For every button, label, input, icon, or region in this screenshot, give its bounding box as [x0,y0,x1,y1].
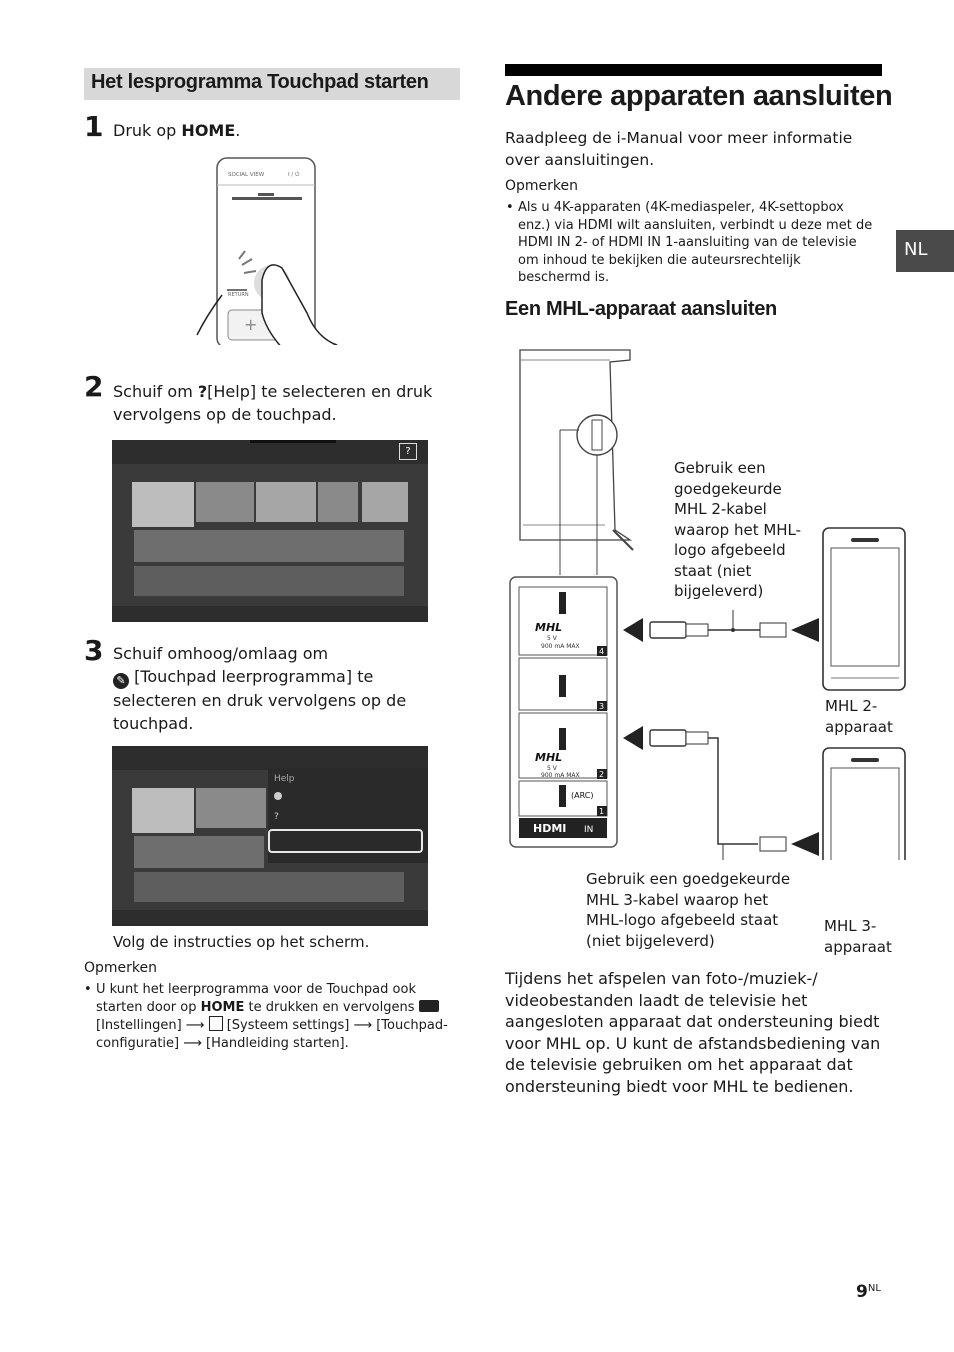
tv-screen-help: ? [112,440,428,622]
step-3-text: Schuif omhoog/omlaag om ✎ [Touchpad leer… [113,644,407,733]
page-number: 9NL [856,1282,881,1302]
mhl-diagram: MHL 5 V 900 mA MAX MHL 5 V 900 mA MAX 4 … [509,349,906,860]
toolbox-icon [418,999,439,1012]
arrow-icon: ⟶ [185,1018,205,1033]
tv-screen-tutorial: Help ? [112,746,428,926]
right-note-1: • Als u 4K-apparaten (4K-mediaspeler, 4K… [506,200,873,285]
svg-text:3: 3 [599,702,604,711]
step-2-text: Schuif om ?[Help] te selecteren en druk … [113,382,433,424]
svg-text:+: + [244,315,257,334]
help-highlight-icon: ? [399,443,417,460]
callout-mhl3-cable: Gebruik een goedgekeurde MHL 3-kabel waa… [586,870,791,950]
step-3-number: 3 [84,634,104,667]
touchpad-tutorial-icon: ✎ [113,673,129,689]
title-rule [505,64,882,76]
svg-text:2: 2 [599,770,604,779]
step-2-number: 2 [84,370,104,403]
intro-text: Raadpleeg de i-Manual voor meer informat… [505,129,853,169]
mhl-heading: Een MHL-apparaat aansluiten [505,298,777,320]
svg-text:900 mA MAX: 900 mA MAX [541,643,580,650]
hdmi-logo: HDMI [533,822,566,835]
svg-text:IN: IN [584,825,593,835]
follow-instructions: Volg de instructies op het scherm. [113,933,370,951]
mhl-logo-port4: MHL [535,621,562,634]
settings-list-icon [208,1016,223,1031]
page-number-suffix: NL [867,1283,881,1294]
svg-text:5 V: 5 V [547,635,558,642]
svg-text:5 V: 5 V [547,765,558,772]
svg-text:(ARC): (ARC) [571,791,593,800]
remote-return: RETURN [228,292,249,298]
remote-power: I / ⏻ [288,171,300,178]
remote-illustration: + SOCIAL VIEW I / ⏻ RETURN [196,157,338,345]
language-tab: NL [896,230,954,272]
mhl-body-text: Tijdens het afspelen van foto-/muziek-/ … [505,969,881,1096]
left-notes-title: Opmerken [84,960,158,976]
page-title: Andere apparaten aansluiten [505,80,893,112]
device-mhl2-label: MHL 2- apparaat [825,697,893,736]
step-1-text: Druk op HOME. [113,121,241,140]
remote-social-view: SOCIAL VIEW [228,172,265,178]
tutorial-menu-highlight [268,829,423,853]
svg-text:1: 1 [599,807,604,816]
section-heading-touchpad: Het lesprogramma Touchpad starten [84,68,460,100]
help-icon: ? [197,382,208,401]
arrow-icon: ⟶ [183,1035,202,1051]
right-notes-title: Opmerken [505,178,579,194]
help-menu-title: Help [274,774,295,784]
arrow-icon: ⟶ [353,1018,373,1033]
device-mhl3-label: MHL 3- apparaat [824,917,892,956]
section-title: Het lesprogramma Touchpad starten [91,71,429,93]
callout-mhl2-cable: Gebruik een goedgekeurde MHL 2-kabel waa… [674,459,802,600]
svg-text:900 mA MAX: 900 mA MAX [541,772,580,779]
step-1-number: 1 [84,110,104,143]
left-note-1: • U kunt het leerprogramma voor de Touch… [84,982,448,1051]
mhl-logo-port2: MHL [535,751,562,764]
svg-text:4: 4 [599,647,604,656]
